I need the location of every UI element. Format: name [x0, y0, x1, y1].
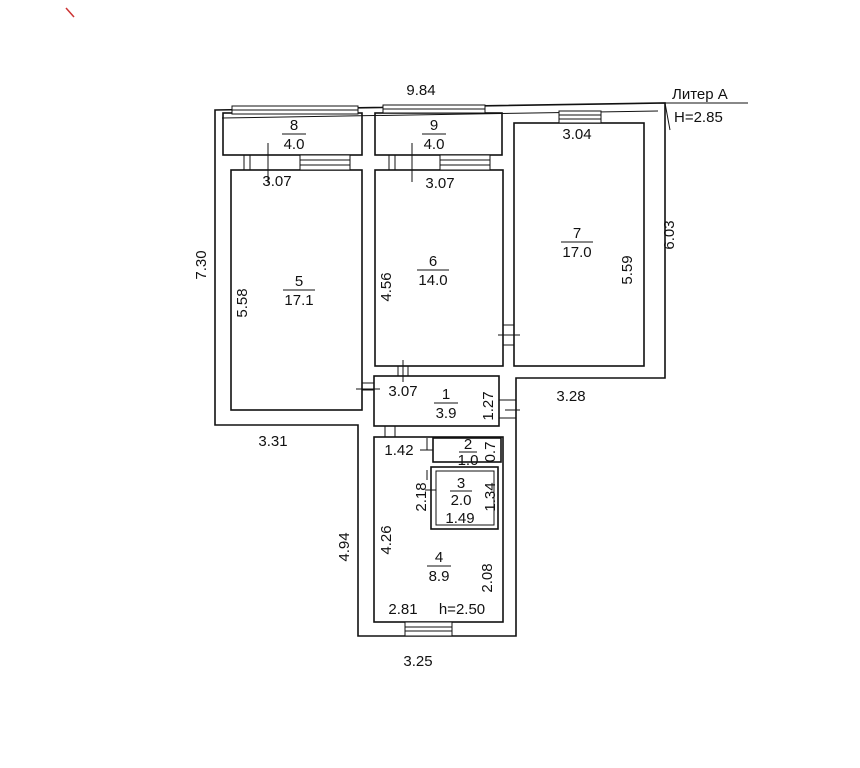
dim-room2-depth: 0.7	[482, 442, 499, 463]
dim-right-step: 3.28	[556, 388, 585, 405]
room-1-area: 3.9	[436, 405, 457, 422]
height-label: H=2.85	[674, 109, 723, 126]
room-4-number: 4	[435, 549, 443, 566]
horizontal-dimensions: 9.84 3.07 3.07 3.04 3.07 3.28 3.31 1.42 …	[258, 82, 591, 670]
outer-wall	[214, 102, 666, 637]
dim-room5-width: 3.07	[262, 173, 291, 190]
door-marks	[243, 143, 520, 491]
room-5-number: 5	[295, 273, 303, 290]
room-5	[230, 169, 363, 411]
dim-room6-width: 3.07	[425, 175, 454, 192]
room-1	[373, 375, 500, 427]
dim-room4-side: 2.08	[479, 563, 496, 592]
room-3	[430, 466, 499, 530]
dim-room1-height: 1.27	[480, 391, 497, 420]
room-2-area: 1.0	[458, 452, 479, 469]
room-5-area: 17.1	[284, 292, 313, 309]
room-labels: 8 4.0 9 4.0 5 17.1 6 14.0 7 17.0 1 3.9 2…	[282, 117, 593, 585]
room-4-area: 8.9	[429, 568, 450, 585]
dim-room3-height-a: 2.18	[413, 482, 430, 511]
dim-left-bottom: 3.31	[258, 433, 287, 450]
dim-room3-height-b: 1.34	[482, 482, 499, 511]
room-8-number: 8	[290, 117, 298, 134]
room-7-number: 7	[573, 225, 581, 242]
room-6	[374, 169, 504, 367]
room-3-number: 3	[457, 475, 465, 492]
room-3-inner	[435, 470, 495, 526]
dim-right-height: 6.03	[661, 220, 678, 249]
room-8-area: 4.0	[284, 136, 305, 153]
dim-room4-height: 4.26	[378, 525, 395, 554]
dim-room1-width: 3.07	[388, 383, 417, 400]
room-9-area: 4.0	[424, 136, 445, 153]
corner-mark	[65, 7, 75, 18]
door-grid-9	[439, 154, 491, 171]
liter-pointer	[664, 102, 671, 131]
vertical-dimensions: 7.30 5.58 4.56 5.59 6.03 1.27 0.7 2.18 1…	[193, 220, 678, 592]
room-6-area: 14.0	[418, 272, 447, 289]
dim-top-width: 9.84	[406, 82, 435, 99]
dim-bath-width: 1.42	[384, 442, 413, 459]
dim-room3-width: 1.49	[445, 510, 474, 527]
room-6-number: 6	[429, 253, 437, 270]
room-7-area: 17.0	[562, 244, 591, 261]
dim-room6-height: 4.56	[378, 272, 395, 301]
dim-left-height: 7.30	[193, 250, 210, 279]
room-3-area: 2.0	[451, 492, 472, 509]
dim-lower-height: 4.94	[336, 532, 353, 561]
dim-room4-width: 2.81	[388, 601, 417, 618]
room-9-number: 9	[430, 117, 438, 134]
dim-room7-height: 5.59	[619, 255, 636, 284]
liter-label: Литер А	[672, 86, 728, 103]
dim-room4-ceiling: h=2.50	[439, 601, 485, 618]
room-2-number: 2	[464, 436, 472, 453]
window-room-7	[558, 110, 602, 124]
room-1-number: 1	[442, 386, 450, 403]
dim-bottom-width: 3.25	[403, 653, 432, 670]
door-grid-8	[299, 154, 351, 171]
window-room-4	[404, 621, 453, 637]
dim-room5-height: 5.58	[234, 288, 251, 317]
dim-room7-width: 3.04	[562, 126, 591, 143]
